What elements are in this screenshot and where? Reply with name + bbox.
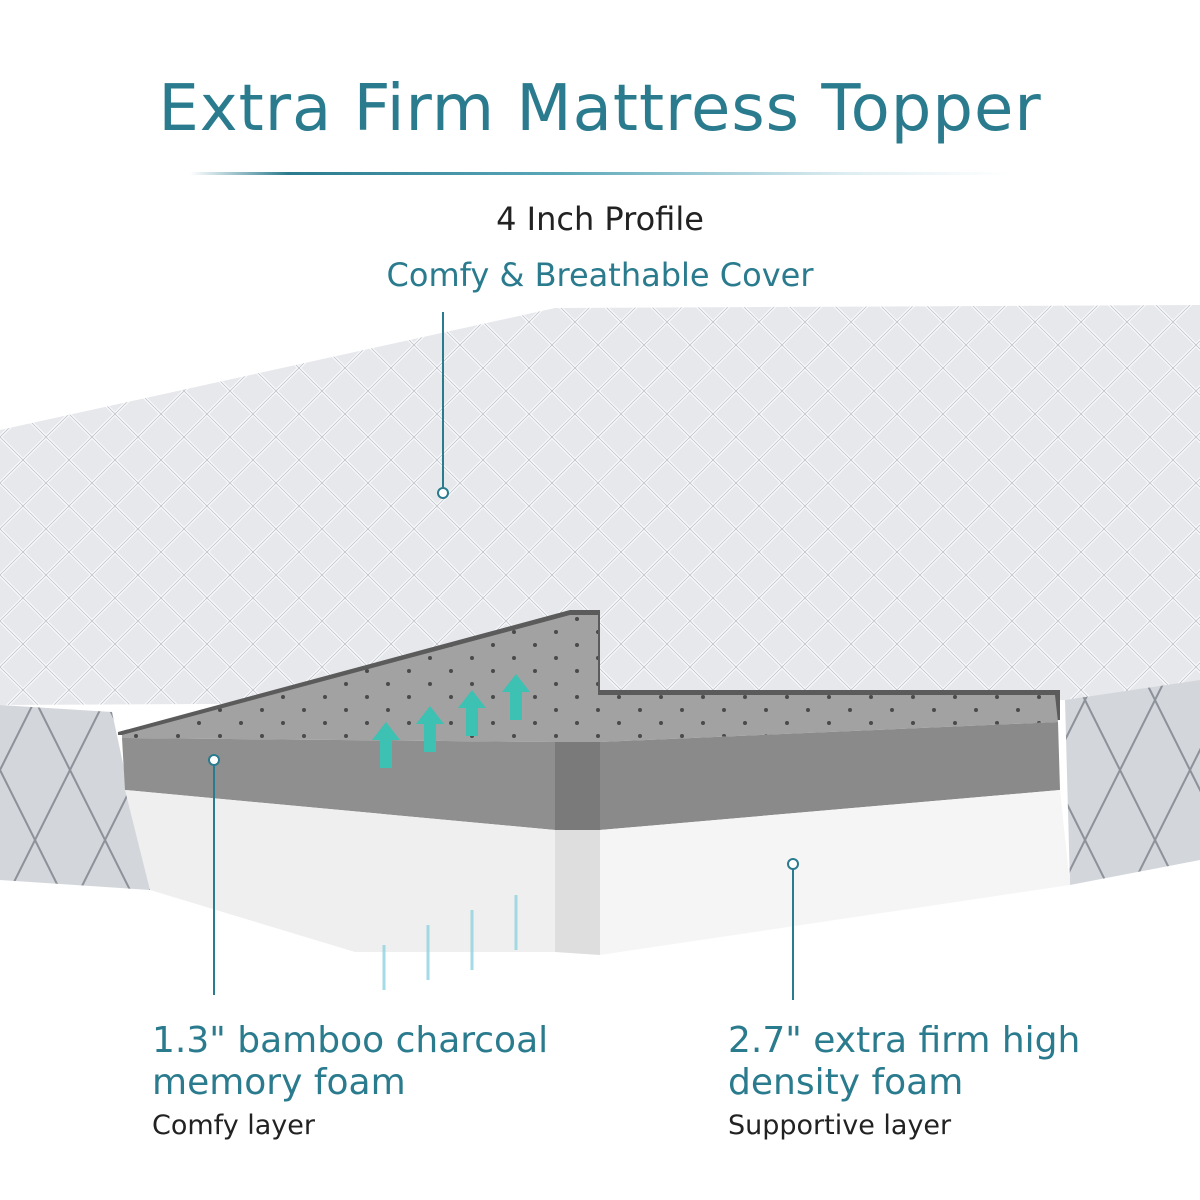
- mattress-left-edge: [0, 705, 150, 890]
- memory-foam-sublabel: Comfy layer: [152, 1110, 316, 1141]
- memory-foam-callout: [208, 754, 220, 995]
- support-foam-corner: [555, 830, 600, 955]
- memory-foam-label: 1.3" bamboo charcoal memory foam: [152, 1020, 549, 1103]
- airflow-down-streaks: [382, 895, 518, 990]
- memory-foam-front-right: [600, 722, 1060, 830]
- support-foam-label: 2.7" extra firm high density foam: [728, 1020, 1081, 1103]
- memory-foam-front-left: [122, 738, 555, 830]
- profile-label: 4 Inch Profile: [496, 200, 704, 238]
- cover-label: Comfy & Breathable Cover: [386, 256, 814, 294]
- support-foam-front-left: [125, 790, 555, 952]
- memory-foam-corner: [555, 742, 600, 830]
- mattress-top-surface: [0, 305, 1200, 705]
- memory-foam-surface: [122, 615, 1058, 742]
- support-foam-front-right: [600, 790, 1070, 955]
- airflow-up-arrows: [372, 674, 530, 768]
- support-foam-callout: [787, 858, 799, 1000]
- title-divider: [190, 172, 1010, 175]
- cover-callout: [437, 312, 449, 499]
- mattress-right-edge: [1065, 680, 1200, 885]
- page-title: Extra Firm Mattress Topper: [158, 72, 1042, 146]
- support-foam-sublabel: Supportive layer: [728, 1110, 952, 1141]
